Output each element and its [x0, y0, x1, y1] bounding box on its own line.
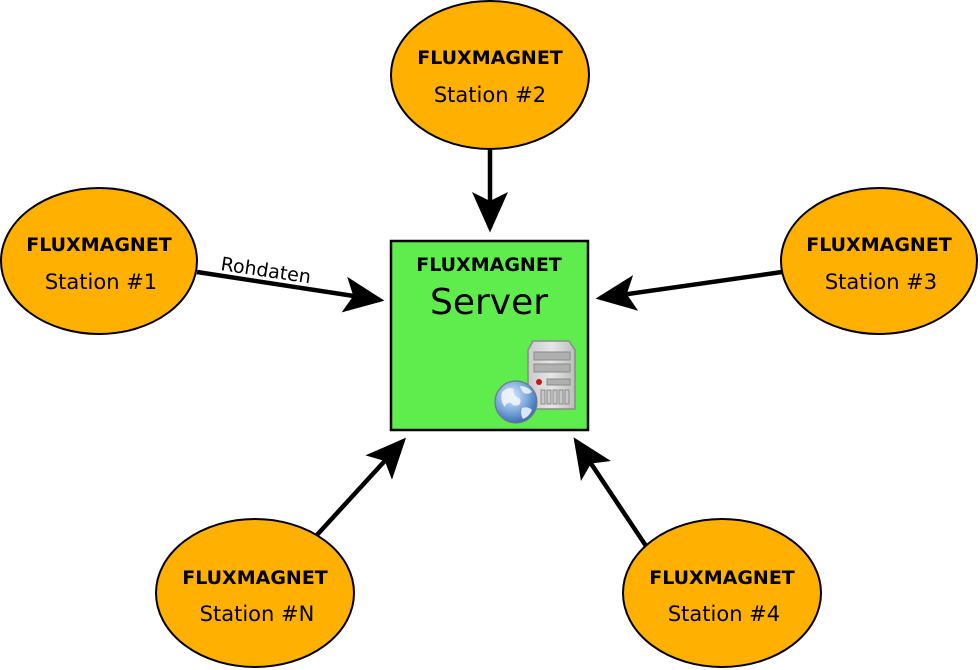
edge-station-n-server [314, 437, 407, 538]
server-node[interactable]: FLUXMAGNET Server [389, 239, 590, 432]
station-subtitle: Station #3 [825, 270, 937, 294]
server-globe-icon [494, 340, 576, 424]
server-title: FLUXMAGNET [416, 254, 562, 276]
station-node-4[interactable]: FLUXMAGNET Station #4 [622, 518, 822, 668]
station-ellipse [780, 187, 978, 335]
station-ellipse [622, 518, 822, 668]
station-node-2[interactable]: FLUXMAGNET Station #2 [390, 0, 590, 150]
station-ellipse [155, 518, 355, 668]
station-node-n[interactable]: FLUXMAGNET Station #N [155, 518, 355, 668]
station-ellipse [0, 187, 198, 335]
edge-station-4-server [573, 437, 648, 548]
station-subtitle: Station #4 [668, 602, 780, 626]
station-title: FLUXMAGNET [417, 47, 563, 69]
edge-station-3-server [595, 269, 783, 311]
station-title: FLUXMAGNET [649, 567, 795, 589]
station-node-3[interactable]: FLUXMAGNET Station #3 [780, 187, 978, 335]
station-subtitle: Station #N [200, 602, 315, 626]
station-title: FLUXMAGNET [26, 234, 172, 256]
station-ellipse [390, 0, 590, 150]
station-title: FLUXMAGNET [182, 567, 328, 589]
station-title: FLUXMAGNET [806, 234, 952, 256]
server-subtitle: Server [430, 282, 548, 323]
edge-station-1-server [196, 269, 385, 313]
station-subtitle: Station #2 [434, 83, 546, 107]
station-node-1[interactable]: FLUXMAGNET Station #1 [0, 187, 198, 335]
station-subtitle: Station #1 [45, 270, 157, 294]
